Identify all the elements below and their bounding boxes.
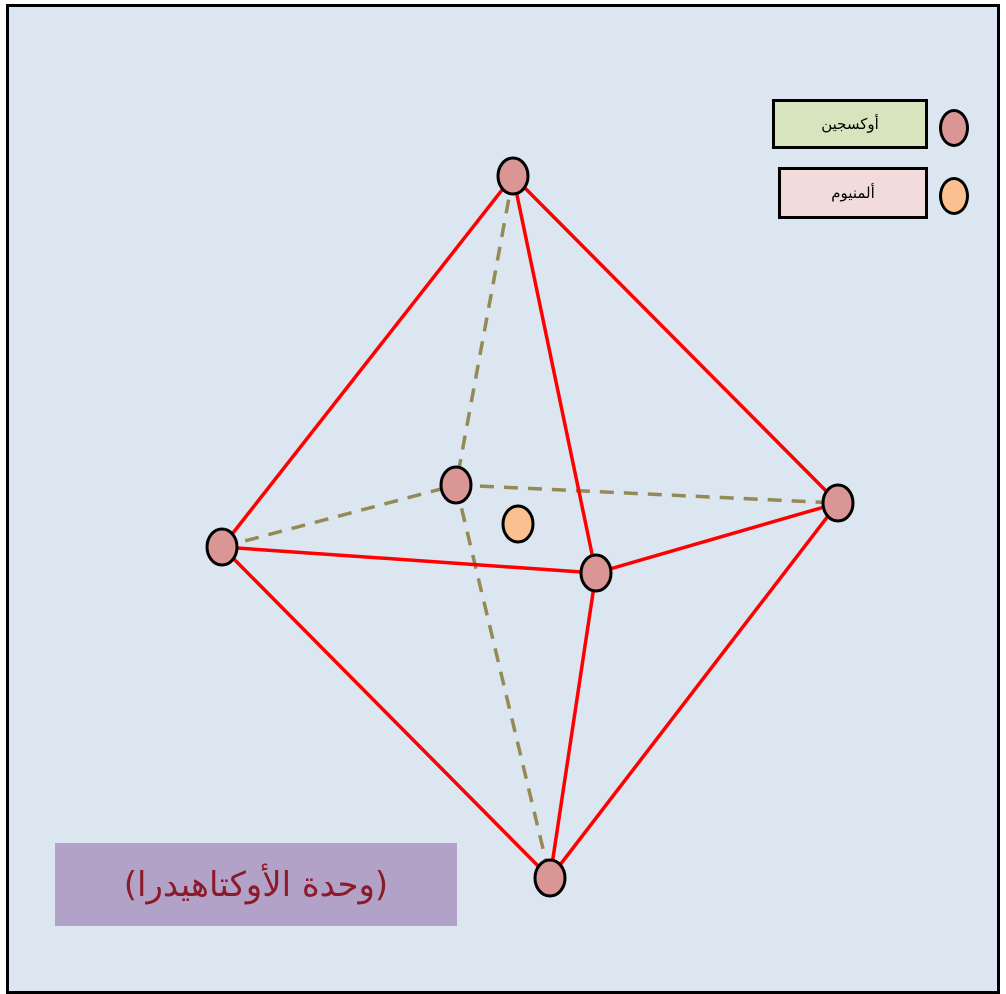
hidden-edge-back-bottom	[454, 484, 552, 879]
edge-top-left	[220, 174, 515, 549]
hidden-edge-top-back	[454, 175, 515, 486]
oxygen-atom-top	[496, 156, 530, 196]
atoms	[205, 156, 855, 898]
legend-oxygen-label: أوكسجين	[772, 99, 928, 149]
oxygen-atom-right	[821, 483, 855, 523]
diagram-caption: (وحدة الأوكتاهيدرا)	[55, 843, 457, 926]
legend-aluminum-text: ألمنيوم	[831, 184, 875, 202]
edge-front-right	[595, 501, 839, 575]
edge-front-bottom	[548, 572, 598, 879]
legend-aluminum-label: ألمنيوم	[778, 167, 928, 219]
edge-left-bottom	[220, 545, 552, 880]
hidden-edges	[221, 175, 839, 879]
hidden-edge-back-right	[455, 483, 839, 505]
edge-top-front	[511, 175, 598, 574]
hidden-edge-left-back	[221, 483, 457, 549]
oxygen-atom-bottom	[533, 858, 567, 898]
aluminum-atom-center	[501, 504, 535, 544]
legend-oxygen-text: أوكسجين	[821, 115, 879, 133]
front-edges	[220, 174, 840, 880]
legend-aluminum-swatch	[939, 177, 969, 215]
oxygen-atom-left	[205, 527, 239, 567]
edge-top-right	[511, 174, 840, 505]
edge-right-bottom	[548, 501, 840, 880]
legend-oxygen-swatch	[939, 109, 969, 147]
caption-text: (وحدة الأوكتاهيدرا)	[123, 864, 389, 905]
oxygen-atom-front	[579, 553, 613, 593]
oxygen-atom-back	[439, 465, 473, 505]
edge-left-front	[221, 545, 597, 575]
